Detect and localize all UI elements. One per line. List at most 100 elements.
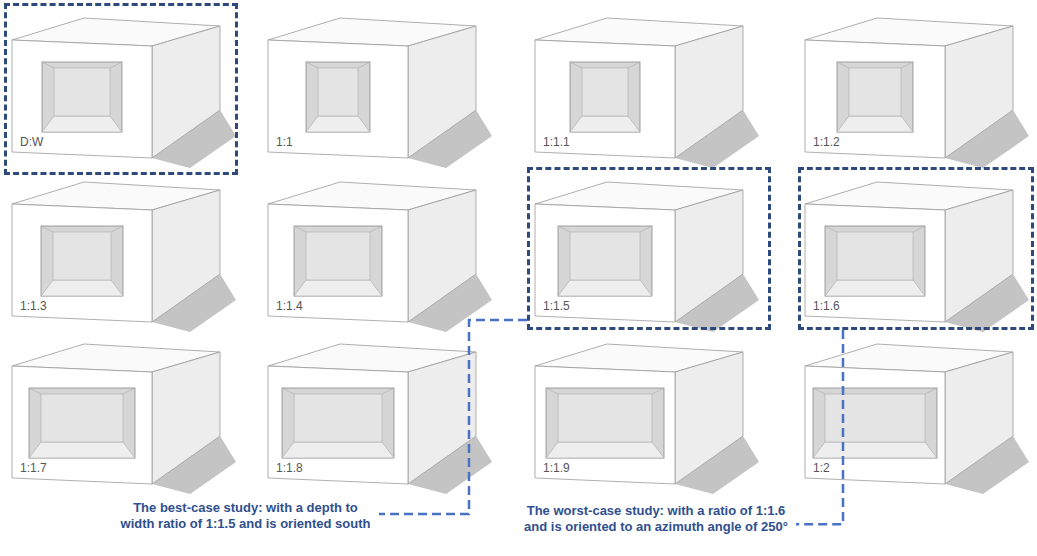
- edge-line: [282, 388, 294, 394]
- room-floor: [294, 280, 382, 296]
- room-floor: [29, 442, 135, 458]
- edge-line: [294, 226, 306, 232]
- room-floor: [825, 280, 925, 296]
- window-opening: [813, 388, 937, 458]
- model-panel: 1:1.2: [799, 6, 1029, 172]
- window-opening: [294, 226, 382, 296]
- back-wall: [306, 232, 370, 280]
- ratio-label: 1:1.3: [20, 299, 47, 313]
- edge-line: [813, 388, 825, 394]
- room-floor: [282, 442, 394, 458]
- edge-line: [628, 62, 640, 68]
- room-floor: [813, 442, 937, 458]
- front-face: [535, 366, 675, 484]
- model-panel: 1:1: [262, 6, 492, 172]
- edge-line: [42, 62, 54, 68]
- edge-line: [41, 226, 53, 232]
- front-face: [12, 366, 152, 484]
- back-wall: [570, 232, 640, 280]
- window-opening: [41, 226, 123, 296]
- model-panel: 1:1.7: [6, 332, 236, 498]
- ratio-label: 1:1.8: [276, 461, 303, 475]
- window-opening: [570, 62, 640, 132]
- model-panel: 1:1.5: [527, 167, 771, 330]
- room-model: [12, 344, 236, 494]
- room-floor: [837, 116, 913, 132]
- back-wall: [825, 394, 925, 442]
- side-face: [152, 190, 220, 322]
- callout-text: The best-case study: with a depth to wid…: [118, 500, 373, 531]
- edge-line: [358, 62, 370, 68]
- window-opening: [306, 62, 370, 132]
- edge-line: [370, 226, 382, 232]
- back-wall: [837, 232, 913, 280]
- side-face: [152, 26, 220, 158]
- room-floor: [42, 116, 122, 132]
- ratio-label: 1:1.7: [20, 461, 47, 475]
- edge-line: [901, 62, 913, 68]
- ratio-label: 1:2: [813, 461, 830, 475]
- edge-line: [640, 226, 652, 232]
- leader-connector: [796, 330, 843, 524]
- edge-line: [111, 226, 123, 232]
- side-face: [675, 26, 743, 158]
- side-face: [675, 190, 743, 322]
- room-floor: [546, 442, 664, 458]
- window-opening: [825, 226, 925, 296]
- model-panel: 1:1.8: [262, 332, 492, 498]
- model-panel: 1:1.4: [262, 170, 492, 336]
- room-floor: [41, 280, 123, 296]
- edge-line: [546, 388, 558, 394]
- model-panel: 1:2: [799, 332, 1029, 498]
- leader-connector: [379, 320, 527, 514]
- side-face: [152, 352, 220, 484]
- room-model: [805, 344, 1029, 494]
- model-panel: 1:1.3: [6, 170, 236, 336]
- edge-line: [925, 388, 937, 394]
- window-opening: [558, 226, 652, 296]
- side-face: [945, 352, 1013, 484]
- ratio-label: 1:1.1: [543, 135, 570, 149]
- room-model: [12, 18, 236, 168]
- front-face: [805, 40, 945, 158]
- back-wall: [294, 394, 382, 442]
- front-face: [805, 366, 945, 484]
- edge-line: [306, 62, 318, 68]
- side-face: [408, 190, 476, 322]
- back-wall: [582, 68, 628, 116]
- ratio-label: 1:1.6: [813, 299, 840, 313]
- edge-line: [570, 62, 582, 68]
- ratio-label: 1:1.5: [543, 299, 570, 313]
- room-model: [805, 182, 1029, 332]
- model-panel: 1:1.9: [529, 332, 759, 498]
- window-opening: [837, 62, 913, 132]
- model-panel: D:W: [4, 3, 238, 175]
- side-face: [408, 26, 476, 158]
- callout-note: The best-case study: with a depth to wid…: [118, 500, 373, 531]
- front-face: [535, 204, 675, 322]
- front-face: [268, 366, 408, 484]
- ratio-label: 1:1: [276, 135, 293, 149]
- room-model: [535, 182, 759, 332]
- room-model: [12, 182, 236, 332]
- edge-line: [110, 62, 122, 68]
- front-face: [12, 204, 152, 322]
- model-panel: 1:1.1: [529, 6, 759, 172]
- side-face: [945, 190, 1013, 322]
- side-face: [945, 26, 1013, 158]
- room-model: [535, 344, 759, 494]
- side-face: [675, 352, 743, 484]
- callout-text: The worst-case study: with a ratio of 1:…: [522, 503, 790, 534]
- front-face: [268, 40, 408, 158]
- room-model: [268, 344, 492, 494]
- room-floor: [570, 116, 640, 132]
- room-model: [535, 18, 759, 168]
- room-floor: [306, 116, 370, 132]
- edge-line: [913, 226, 925, 232]
- back-wall: [41, 394, 123, 442]
- back-wall: [54, 68, 110, 116]
